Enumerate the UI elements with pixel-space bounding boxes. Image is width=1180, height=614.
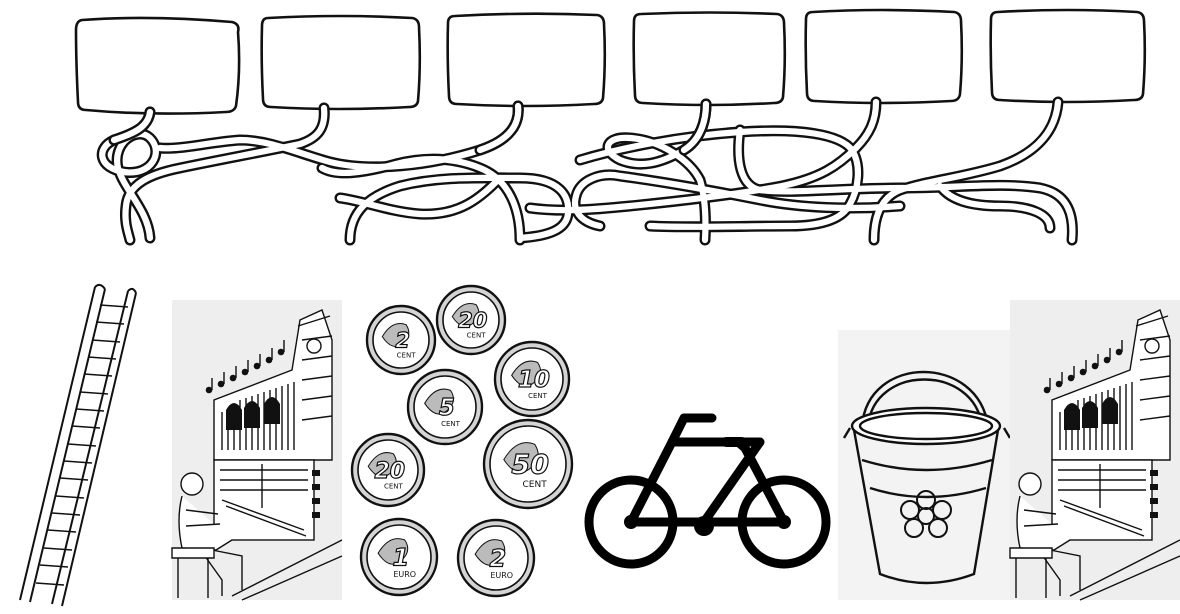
coin-value: 50: [511, 450, 549, 481]
euro-coins-picture[interactable]: 2CENT20CENT10CENT5CENT20CENT50CENT1EURO2…: [352, 286, 572, 596]
answer-box-4[interactable]: [634, 13, 785, 106]
coin-unit: CENT: [441, 420, 461, 428]
organ-player-picture[interactable]: [172, 300, 342, 600]
coin-unit: EURO: [490, 571, 513, 580]
answer-box-5[interactable]: [806, 10, 962, 103]
ladder-picture[interactable]: [20, 285, 136, 606]
coin-unit: CENT: [528, 392, 548, 400]
bucket-picture[interactable]: [838, 330, 1010, 600]
coin-value: 1: [393, 543, 410, 571]
answer-box-3[interactable]: [448, 14, 605, 106]
coin-unit: CENT: [397, 352, 417, 360]
bicycle-picture[interactable]: [589, 418, 826, 564]
answer-box-6[interactable]: [991, 10, 1145, 102]
coin-unit: CENT: [384, 483, 404, 491]
coin-value: 2: [490, 544, 507, 572]
coin-value: 2: [395, 328, 410, 352]
coin-unit: CENT: [467, 332, 487, 340]
coin-value: 20: [374, 459, 405, 484]
answer-box-2[interactable]: [262, 16, 420, 109]
answer-boxes: [76, 10, 1145, 114]
tangled-lines: [102, 102, 1072, 240]
answer-box-1[interactable]: [76, 18, 239, 114]
coin-value: 20: [458, 308, 487, 332]
coin-value: 10: [518, 367, 550, 393]
coin-unit: EURO: [393, 570, 416, 579]
organ-player-picture-2[interactable]: [1010, 300, 1180, 600]
coin-value: 5: [439, 395, 455, 421]
coin-unit: CENT: [522, 480, 547, 490]
